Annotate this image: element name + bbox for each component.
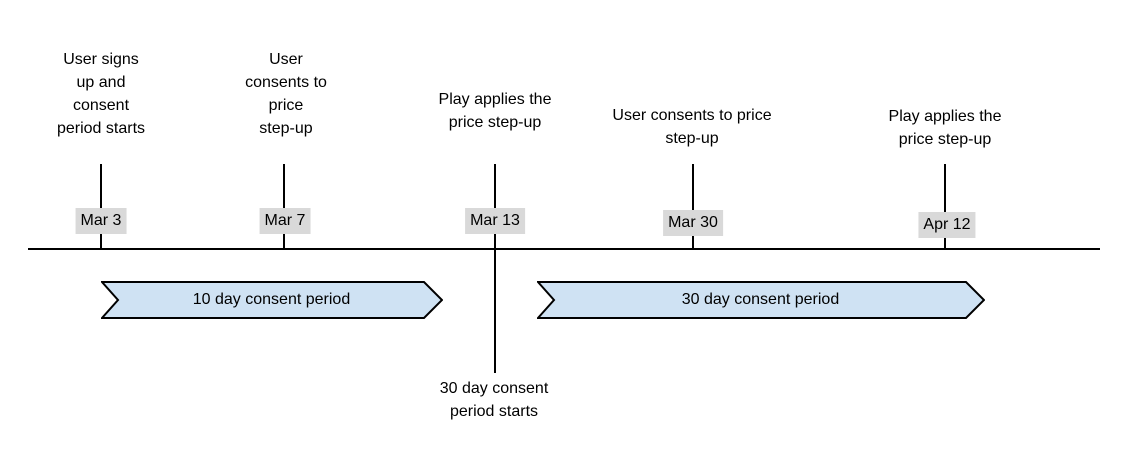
period-banner-10day: 10 day consent period: [101, 281, 443, 319]
event-date-mar3: Mar 3: [75, 208, 127, 234]
period-banner-label: 30 day consent period: [681, 291, 840, 308]
event-label-first-consent: User consents to price step-up: [245, 51, 327, 137]
event-label-second-stepup: Play applies the price step-up: [888, 108, 1002, 148]
event-tick-mar3: [100, 164, 102, 250]
period-banner-30day: 30 day consent period: [537, 281, 985, 319]
footnote-30day-start: 30 day consent period starts: [439, 380, 549, 420]
chevron-arrow-shape: [101, 281, 443, 319]
event-tick-mar30: [692, 164, 694, 250]
event-date-mar13: Mar 13: [465, 208, 525, 234]
event-tick-mar13: [494, 164, 496, 373]
timeline-axis: [28, 248, 1100, 250]
event-label-second-consent: User consents to price step-up: [612, 107, 772, 147]
event-label-first-stepup: Play applies the price step-up: [438, 91, 552, 131]
event-tick-mar7: [283, 164, 285, 250]
event-tick-apr12: [944, 164, 946, 250]
period-banner-label: 10 day consent period: [192, 291, 351, 308]
chevron-arrow-shape: [537, 281, 985, 319]
event-date-apr12: Apr 12: [918, 212, 976, 238]
event-date-mar7: Mar 7: [259, 208, 311, 234]
event-date-mar30: Mar 30: [663, 210, 723, 236]
event-label-signup: User signs up and consent period starts: [56, 51, 146, 137]
